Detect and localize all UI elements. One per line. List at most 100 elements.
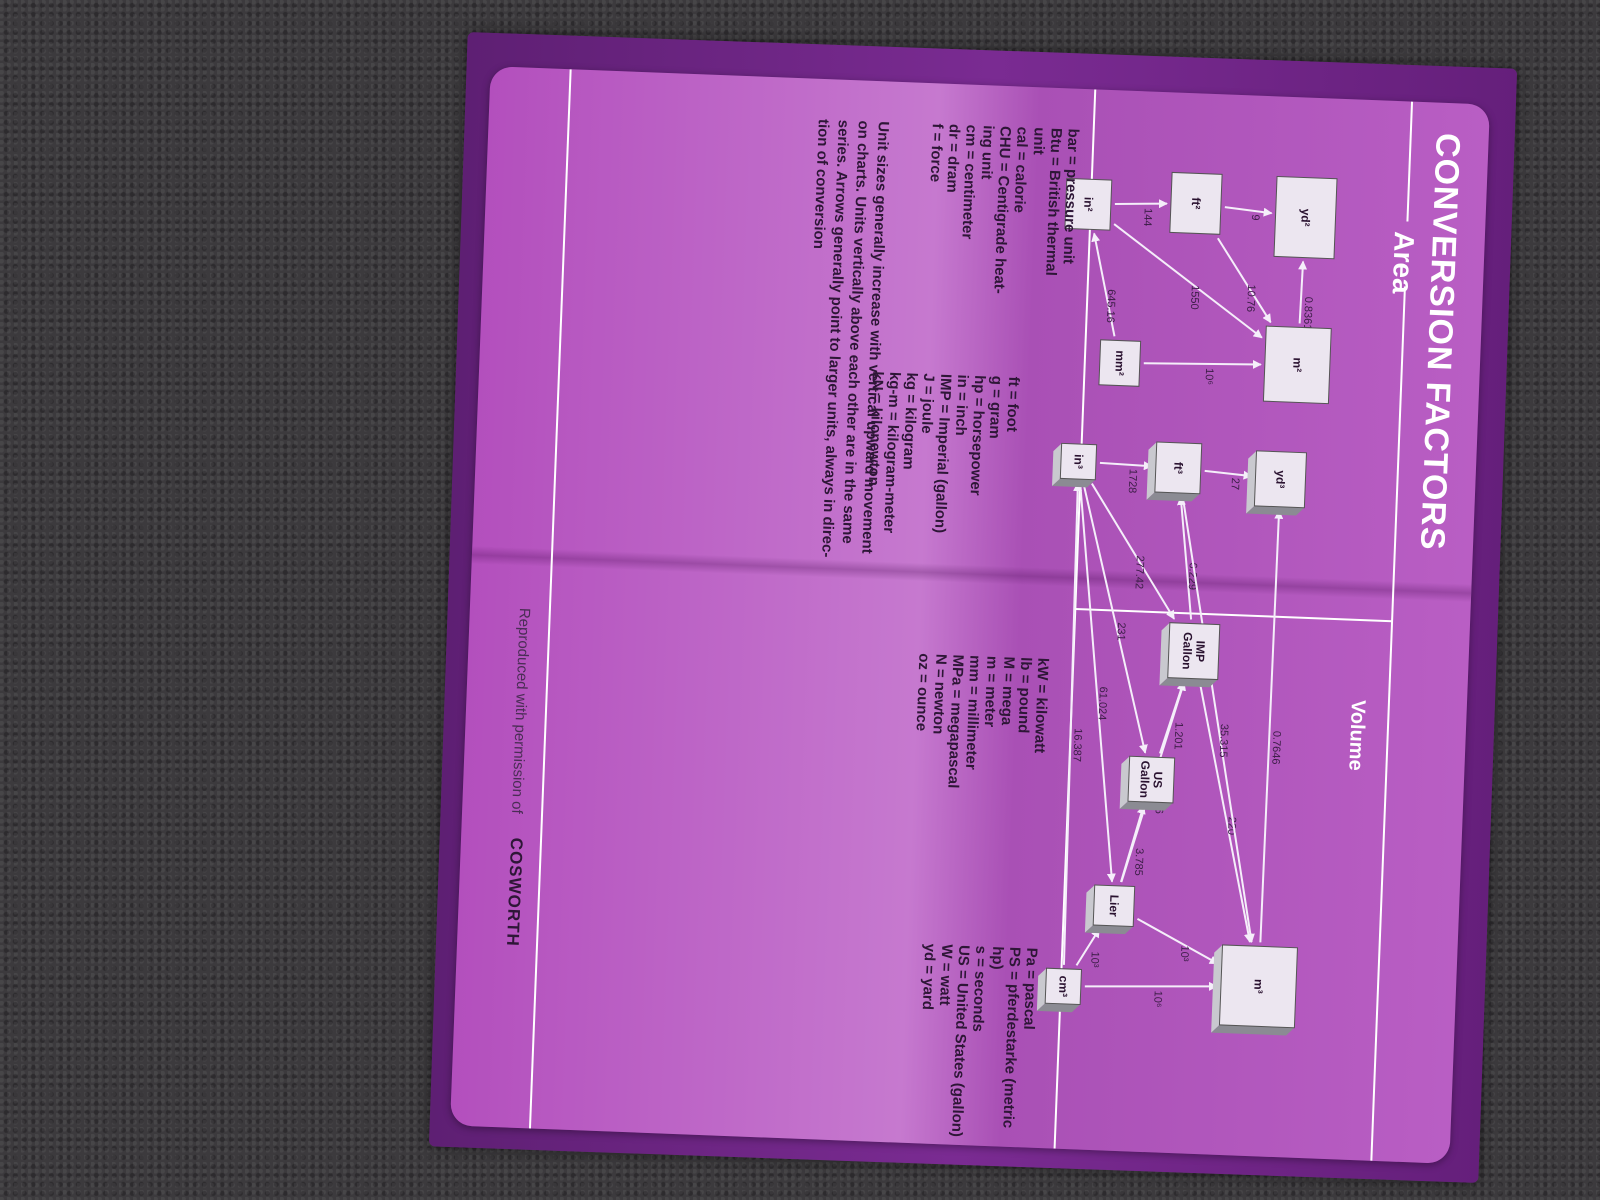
abbreviation-ps-pferdestarke-metric: PS = pferdestarke (metric [999,947,1023,1129]
arrow-m2-to-yd2 [1298,260,1308,324]
box-bottom [1119,756,1130,809]
box-bottom [1084,884,1095,933]
header-rule-left [1406,101,1414,222]
abbreviation-mpa-megapascal: MPa = megapascal [944,654,966,788]
factor-label: 1728 [1126,469,1139,494]
abbreviation-yd-yard: yd = yard [919,943,939,1010]
factor-label: 35.315 [1217,724,1230,758]
footer-brand: COSWORTH [503,837,526,947]
unit-box-liter [1092,884,1136,928]
arrow-ft3-to-yd3 [1204,469,1253,480]
abbreviation-ft-foot: ft = foot [1003,376,1022,432]
factor-label: 220 [1225,816,1238,835]
arrow-ft2-to-m2 [1217,237,1272,324]
unit-box-m3 [1218,944,1298,1029]
factor-label: 10³ [1088,951,1101,968]
unit-label-yd3: yd³ [1273,470,1288,489]
unit-box-ft3 [1154,441,1203,495]
unit-box-ft2 [1169,171,1223,235]
unit-label-yd2: yd² [1298,208,1313,227]
factor-label: 1.201 [1172,722,1185,750]
unit-box-in2 [1064,177,1113,231]
abbreviation-kg-m-kilogram-meter: kg-m = kilogram-meter [880,372,903,534]
arrow-cm3-to-in3 [1062,482,1083,965]
area-heading: Area [1387,231,1420,295]
unit-label-ft3: ft³ [1171,462,1185,475]
factor-label: 0.8361 [1301,297,1314,331]
factor-label: 231 [1114,622,1127,641]
factor-label: 144 [1141,208,1154,227]
unit-box-cm3 [1044,967,1082,1006]
abbreviation-in-inch: in = inch [952,374,971,436]
unit-label-m3: m³ [1251,979,1266,994]
unit-box-in3 [1059,442,1098,481]
abbreviation-mm-millimeter: mm = millimeter [962,655,983,770]
unit-label-us: Gallon [1137,760,1152,798]
unit-label-cm3: cm³ [1056,975,1071,997]
abbreviation-m-meter: m = meter [981,656,1001,728]
abbreviation-lb-pound: lb = pound [1015,657,1035,734]
abbreviation-g-gram: g = gram [986,376,1005,440]
abbreviation-w-watt: W = watt [936,944,955,1006]
abbreviation-unit: unit [1030,127,1048,155]
abbreviation-kg-kilogram: kg = kilogram [900,372,921,470]
arrow-liter-to-m3 [1136,917,1219,965]
arrow-in2-to-m2 [1113,223,1263,339]
arrow-cm3-to-m3 [1084,981,1218,991]
abbreviation-kn-kilonewton: kN = kilonewton [865,371,886,486]
factor-label: 10.76 [1244,284,1257,312]
arrow-imp-to-m3 [1198,682,1253,943]
box-side [1246,505,1305,516]
abbreviation-bar-pressure-unit: bar = pressure unit [1060,128,1082,264]
arrow-imp-to-ft3 [1176,496,1193,620]
box-side [1052,478,1096,488]
usage-note: Unit sizes generally increase with verti… [810,119,892,558]
footer-credit: Reproduced with permission of [508,608,533,815]
abbreviation-f-force: f = force [927,123,946,182]
box-side [1211,1024,1295,1036]
unit-box-mm2 [1098,339,1142,387]
header-rule-right [1370,286,1406,1161]
arrow-mm2-to-in2 [1091,232,1116,337]
unit-box-us [1127,755,1176,804]
abbreviation-cal-calorie: cal = calorie [1010,126,1030,213]
unit-label-us: US [1150,771,1165,788]
factor-label: 16.387 [1070,728,1083,762]
box-bottom [1159,622,1170,686]
abbreviation-hp-horsepower: hp = horsepower [967,375,989,496]
abbreviation-s-seconds: s = seconds [969,945,989,1032]
box-side [1119,801,1173,811]
unit-box-imp [1167,622,1221,681]
arrow-in3-to-us [1082,483,1148,754]
arrow-in3-to-imp [1091,483,1175,620]
arrow-in2-to-ft2 [1114,199,1168,209]
box-side [1036,1003,1081,1013]
factor-label: 9 [1249,214,1261,221]
abbreviation-pa-pascal: Pa = pascal [1020,947,1040,1030]
unit-box-yd3 [1253,450,1307,509]
unit-label-in3: in³ [1071,454,1086,469]
abbreviation-j-joule: J = joule [918,373,937,434]
abbreviation-cm-centimeter: cm = centimeter [958,124,979,239]
abbreviation-imp-imperial-gallon: IMP = Imperial (gallon) [931,374,954,534]
unit-label-mm2: mm² [1112,350,1127,376]
abbreviation-ing-unit: ing unit [978,125,997,180]
arrow-ft2-to-yd2 [1224,206,1273,217]
factor-label: 10⁶ [1151,990,1164,1007]
footer-divider [528,69,572,1129]
unit-box-yd2 [1273,175,1338,260]
abbreviation-oz-ounce: oz = ounce [913,653,933,732]
arrow-mm2-to-m2 [1143,359,1262,369]
unit-box-m2 [1262,325,1332,405]
note-line: tion of conversion [810,119,832,250]
abbreviation-kw-kilowatt: kW = kilowatt [1031,658,1052,754]
arrow-in3-to-ft3 [1099,461,1153,471]
factor-label: 61.024 [1096,686,1109,720]
abbreviation-dr-dram: dr = dram [943,124,963,193]
factor-label: 0.7646 [1269,731,1282,765]
